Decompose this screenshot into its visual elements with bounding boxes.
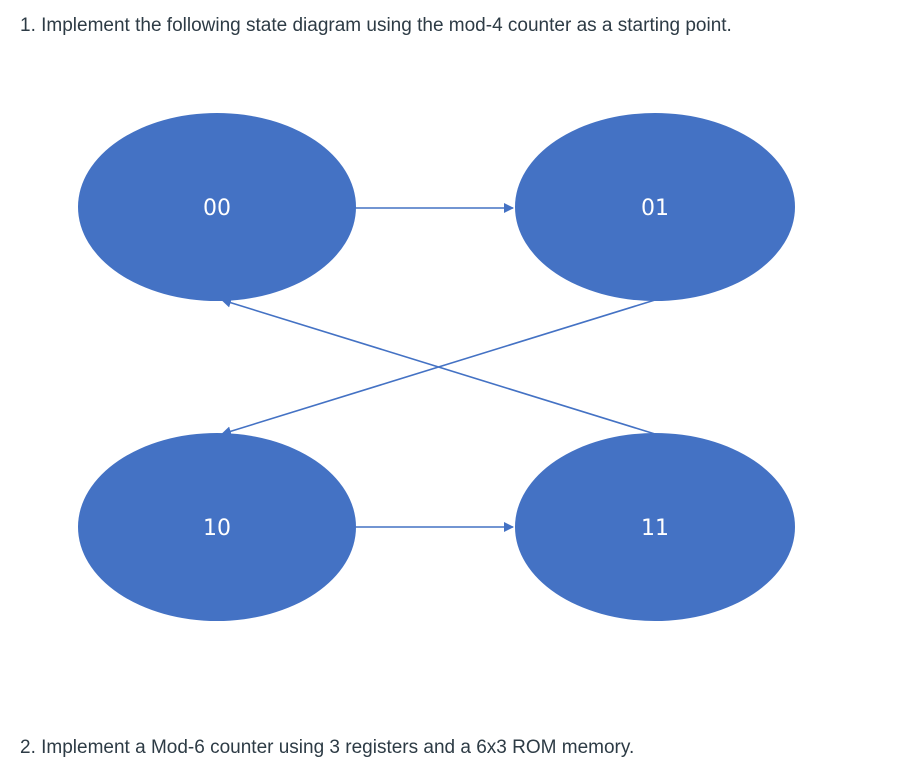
question-2: 2. Implement a Mod-6 counter using 3 reg…: [20, 737, 635, 758]
state-label: 10: [203, 516, 231, 541]
state-ellipse: [515, 433, 795, 621]
state-node-00: 00: [78, 113, 356, 301]
question-1: 1. Implement the following state diagram…: [20, 15, 732, 36]
state-ellipse: [78, 113, 356, 301]
state-node-11: 11: [515, 433, 795, 621]
state-label: 00: [203, 196, 231, 221]
state-ellipse: [515, 113, 795, 301]
state-node-01: 01: [515, 113, 795, 301]
state-label: 01: [641, 196, 669, 221]
transition-11-to-00: [221, 297, 656, 435]
state-label: 11: [641, 516, 669, 541]
state-ellipse: [78, 433, 356, 621]
state-node-10: 10: [78, 433, 356, 621]
